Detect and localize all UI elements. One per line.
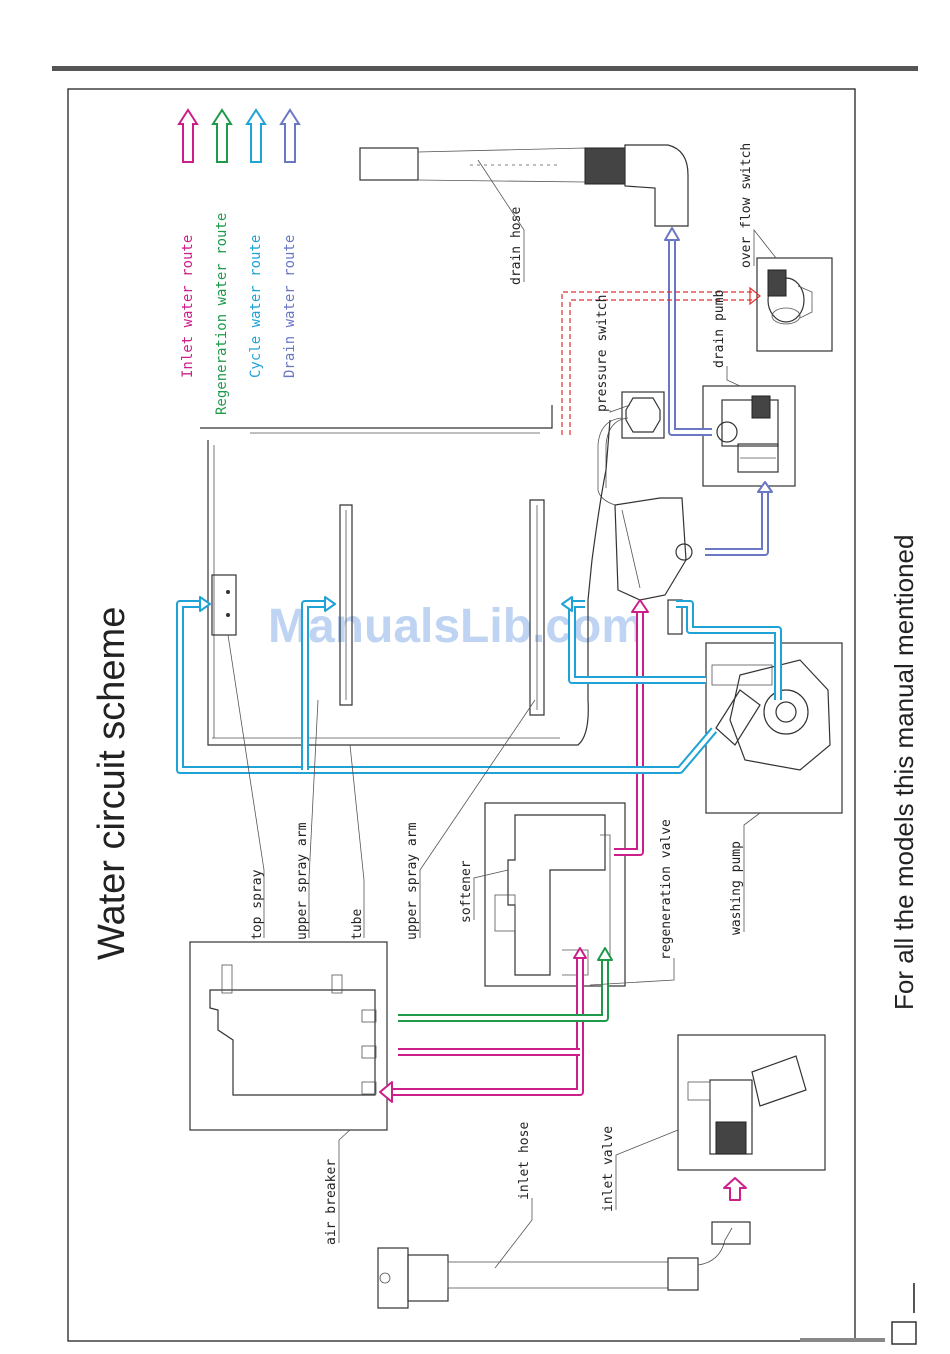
inlet-hose-drawing <box>377 1221 751 1309</box>
label-tube: tube <box>349 744 365 940</box>
label-upper-spray-arm-2: upper spray arm <box>405 699 536 940</box>
label-drain-pump: drain pumb <box>712 290 741 387</box>
inlet-route <box>379 599 747 1201</box>
drain-hose-drawing <box>359 144 689 227</box>
label-upper-spray-arm-1: upper spray arm <box>295 699 319 940</box>
svg-text:inlet valve: inlet valve <box>601 1126 616 1212</box>
label-inlet-hose: inlet hose <box>494 1122 533 1269</box>
legend-drain-plain: Drain <box>282 327 298 378</box>
overflow-switch-drawing <box>756 257 833 352</box>
label-pressure-switch: pressure switch <box>595 295 631 413</box>
legend-arrow-shape <box>279 108 301 163</box>
cycle-route <box>176 596 782 774</box>
inlet-valve-drawing <box>677 1034 826 1171</box>
regeneration-route <box>398 947 613 1022</box>
legend-regeneration-accent: water route <box>214 213 230 306</box>
svg-text:air breaker: air breaker <box>324 1159 339 1245</box>
svg-text:top spray: top spray <box>250 869 265 940</box>
legend-cycle-accent: water route <box>248 235 264 328</box>
svg-text:softener: softener <box>459 860 474 923</box>
label-inlet-valve: inlet valve <box>601 1126 679 1212</box>
svg-text:upper spray arm: upper spray arm <box>295 822 310 940</box>
legend-arrow-inlet <box>177 108 199 163</box>
legend-arrow-shape <box>177 108 199 163</box>
page-corner-marks <box>800 1283 917 1345</box>
svg-text:over flow switch: over flow switch <box>739 143 754 268</box>
legend-cycle-plain: Cycle <box>248 327 264 378</box>
svg-text:regeneration valve: regeneration valve <box>659 819 674 960</box>
diagram-frame <box>67 88 856 1342</box>
svg-text:washing pump: washing pump <box>729 841 744 935</box>
label-regeneration-valve: regeneration valve <box>589 819 675 986</box>
label-top-spray: top spray <box>227 634 265 940</box>
tub-drawing <box>200 405 611 746</box>
footer-note: For all the models this manual mentioned <box>889 535 919 1010</box>
component-labels: top spray upper spray arm tube upper spr… <box>227 143 777 1269</box>
label-over-flow-switch: over flow switch <box>739 143 777 268</box>
label-softener: softener <box>459 860 509 923</box>
svg-text:pressure switch: pressure switch <box>595 295 610 412</box>
legend-arrow-cycle <box>245 108 267 163</box>
watermark: ManualsLib.com <box>268 600 644 653</box>
legend-drain-accent: water route <box>282 235 298 328</box>
legend-label-inlet: Inlet water route <box>180 235 196 378</box>
svg-text:drain pumb: drain pumb <box>712 290 727 368</box>
legend-inlet-accent: water route <box>180 235 196 328</box>
header-rule <box>52 66 918 71</box>
drain-pump-drawing <box>702 385 796 487</box>
legend-arrow-drain <box>279 108 301 163</box>
legend-arrow-shape <box>211 108 233 163</box>
label-washing-pump: washing pump <box>729 812 761 935</box>
svg-text:drain hose: drain hose <box>509 207 524 285</box>
svg-text:inlet hose: inlet hose <box>517 1122 532 1200</box>
svg-text:tube: tube <box>350 909 365 940</box>
label-air-breaker: air breaker <box>324 1129 351 1245</box>
legend-inlet-plain: Inlet <box>180 327 196 378</box>
air-breaker-drawing <box>189 941 388 1131</box>
page-title: Water circuit scheme <box>91 607 133 960</box>
legend-label-drain: Drain water route <box>282 235 298 378</box>
legend-arrows <box>177 108 301 163</box>
svg-text:upper spray arm: upper spray arm <box>405 822 420 940</box>
legend-arrow-regeneration <box>211 108 233 163</box>
legend-label-cycle: Cycle water route <box>248 235 264 378</box>
label-drain-hose: drain hose <box>477 159 525 285</box>
legend-label-regeneration: Regeneration water route <box>214 213 230 415</box>
legend-regeneration-plain: Regeneration <box>214 305 230 415</box>
sump-drawing <box>614 497 693 635</box>
pressure-switch-line <box>561 286 761 435</box>
drain-route <box>664 227 773 556</box>
legend-arrow-shape <box>245 108 267 163</box>
